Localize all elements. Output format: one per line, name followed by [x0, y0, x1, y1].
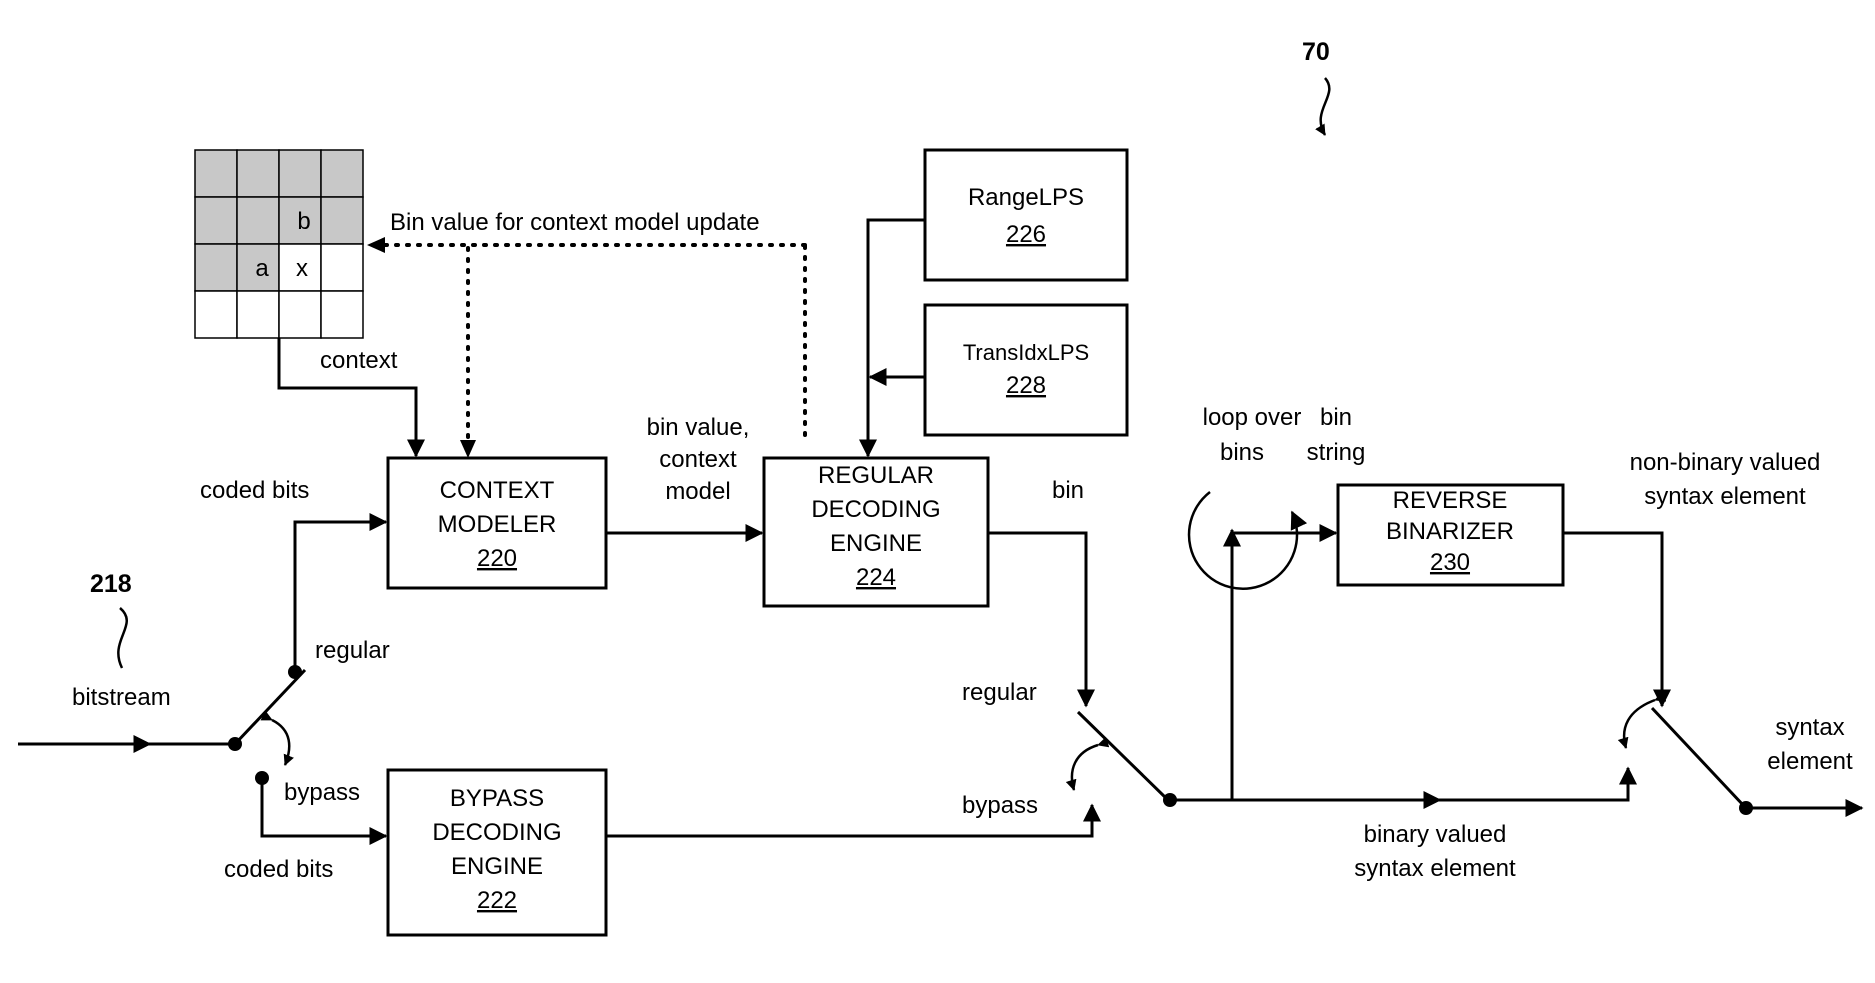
context-modeler-line2: MODELER	[438, 511, 557, 538]
range-lps-connector	[868, 220, 925, 456]
syntax-label: syntax	[1775, 714, 1844, 741]
bin-value-update-label: Bin value for context model update	[390, 209, 760, 236]
bin-word-label: bin	[1320, 404, 1352, 431]
grid-label-a: a	[255, 255, 269, 282]
non-binary-label-2: syntax element	[1644, 483, 1806, 510]
binary-valued-label-1: binary valued	[1364, 821, 1507, 848]
grid-label-x: x	[296, 255, 308, 282]
output-switch-rotation-arrow	[1072, 745, 1098, 790]
trans-idx-lps-number: 228	[1006, 372, 1046, 399]
figure-number-leader	[1321, 78, 1330, 135]
regular-engine-line2: DECODING	[811, 496, 940, 523]
range-lps-block	[925, 150, 1127, 280]
context-label: context	[320, 347, 398, 374]
output-switch-blade	[1078, 712, 1168, 800]
coded-bits-bottom-label: coded bits	[224, 856, 333, 883]
context-modeler-number: 220	[477, 545, 517, 572]
regular-input-label: regular	[315, 637, 390, 664]
reverse-binarizer-number: 230	[1430, 549, 1470, 576]
bitstream-ref-leader	[118, 608, 126, 668]
bitstream-label: bitstream	[72, 684, 171, 711]
range-lps-label: RangeLPS	[968, 184, 1084, 211]
bins-label: bins	[1220, 439, 1264, 466]
bypass-engine-line2: DECODING	[432, 819, 561, 846]
bypass-output-label: bypass	[962, 792, 1038, 819]
coded-bits-top-label: coded bits	[200, 477, 309, 504]
bypass-engine-number: 222	[477, 887, 517, 914]
trans-idx-lps-label: TransIdxLPS	[963, 340, 1089, 365]
non-binary-label-1: non-binary valued	[1630, 449, 1821, 476]
binary-valued-label-2: syntax element	[1354, 855, 1516, 882]
bypass-engine-line1: BYPASS	[450, 785, 544, 812]
regular-engine-line1: REGULAR	[818, 462, 934, 489]
string-word-label: string	[1307, 439, 1366, 466]
model-word-label: model	[665, 478, 730, 505]
context-word-label: context	[659, 446, 737, 473]
bypass-input-label: bypass	[284, 779, 360, 806]
reverse-binarizer-line2: BINARIZER	[1386, 518, 1514, 545]
binary-valued-output-line-2	[1440, 768, 1628, 800]
bitstream-ref-label: 218	[90, 570, 132, 598]
element-label: element	[1767, 748, 1853, 775]
regular-engine-number: 224	[856, 564, 896, 591]
range-lps-number: 226	[1006, 221, 1046, 248]
reverse-binarizer-line1: REVERSE	[1393, 487, 1508, 514]
update-feedback-down-arrowhead	[460, 440, 476, 458]
context-grid: b a x	[195, 150, 363, 338]
loop-over-bins-arrow	[1189, 492, 1297, 589]
bypass-engine-line3: ENGINE	[451, 853, 543, 880]
figure-number-label: 70	[1302, 38, 1330, 66]
final-switch-rotation-arrow	[1624, 700, 1655, 748]
final-switch-blade	[1652, 708, 1744, 806]
update-feedback-arrowhead	[367, 237, 385, 253]
input-switch-blade	[235, 670, 305, 744]
bin-label: bin	[1052, 477, 1084, 504]
trans-idx-lps-block	[925, 305, 1127, 435]
input-switch-rotation-arrow	[272, 720, 289, 765]
grid-label-b: b	[297, 208, 310, 235]
loop-over-label: loop over	[1203, 404, 1302, 431]
regular-engine-line3: ENGINE	[830, 530, 922, 557]
bin-value-label: bin value,	[647, 414, 750, 441]
non-binary-output-connector	[1563, 533, 1662, 706]
regular-output-label: regular	[962, 679, 1037, 706]
context-modeler-line1: CONTEXT	[440, 477, 555, 504]
